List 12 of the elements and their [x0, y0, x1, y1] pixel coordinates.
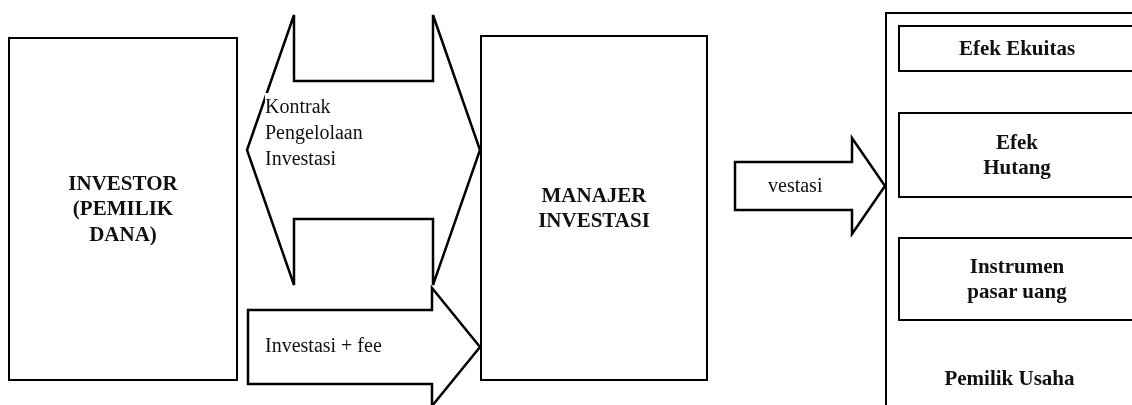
- entity-box: [898, 237, 1132, 321]
- node-label: Efek Ekuitas: [957, 35, 1077, 62]
- node-label: Instrumen pasar uang: [966, 253, 1068, 305]
- node-label: MANAJER INVESTASI: [537, 182, 651, 234]
- entity-box: [480, 35, 708, 381]
- entity-box: [8, 37, 238, 381]
- node-label: INVESTOR (PEMILIK DANA): [67, 171, 179, 247]
- node-label: Efek Hutang: [982, 129, 1052, 181]
- investment-panel: [885, 12, 1132, 405]
- entity-box: [898, 112, 1132, 198]
- entity-box: [898, 25, 1132, 72]
- panel-text: Pemilik Usaha: [944, 365, 1075, 391]
